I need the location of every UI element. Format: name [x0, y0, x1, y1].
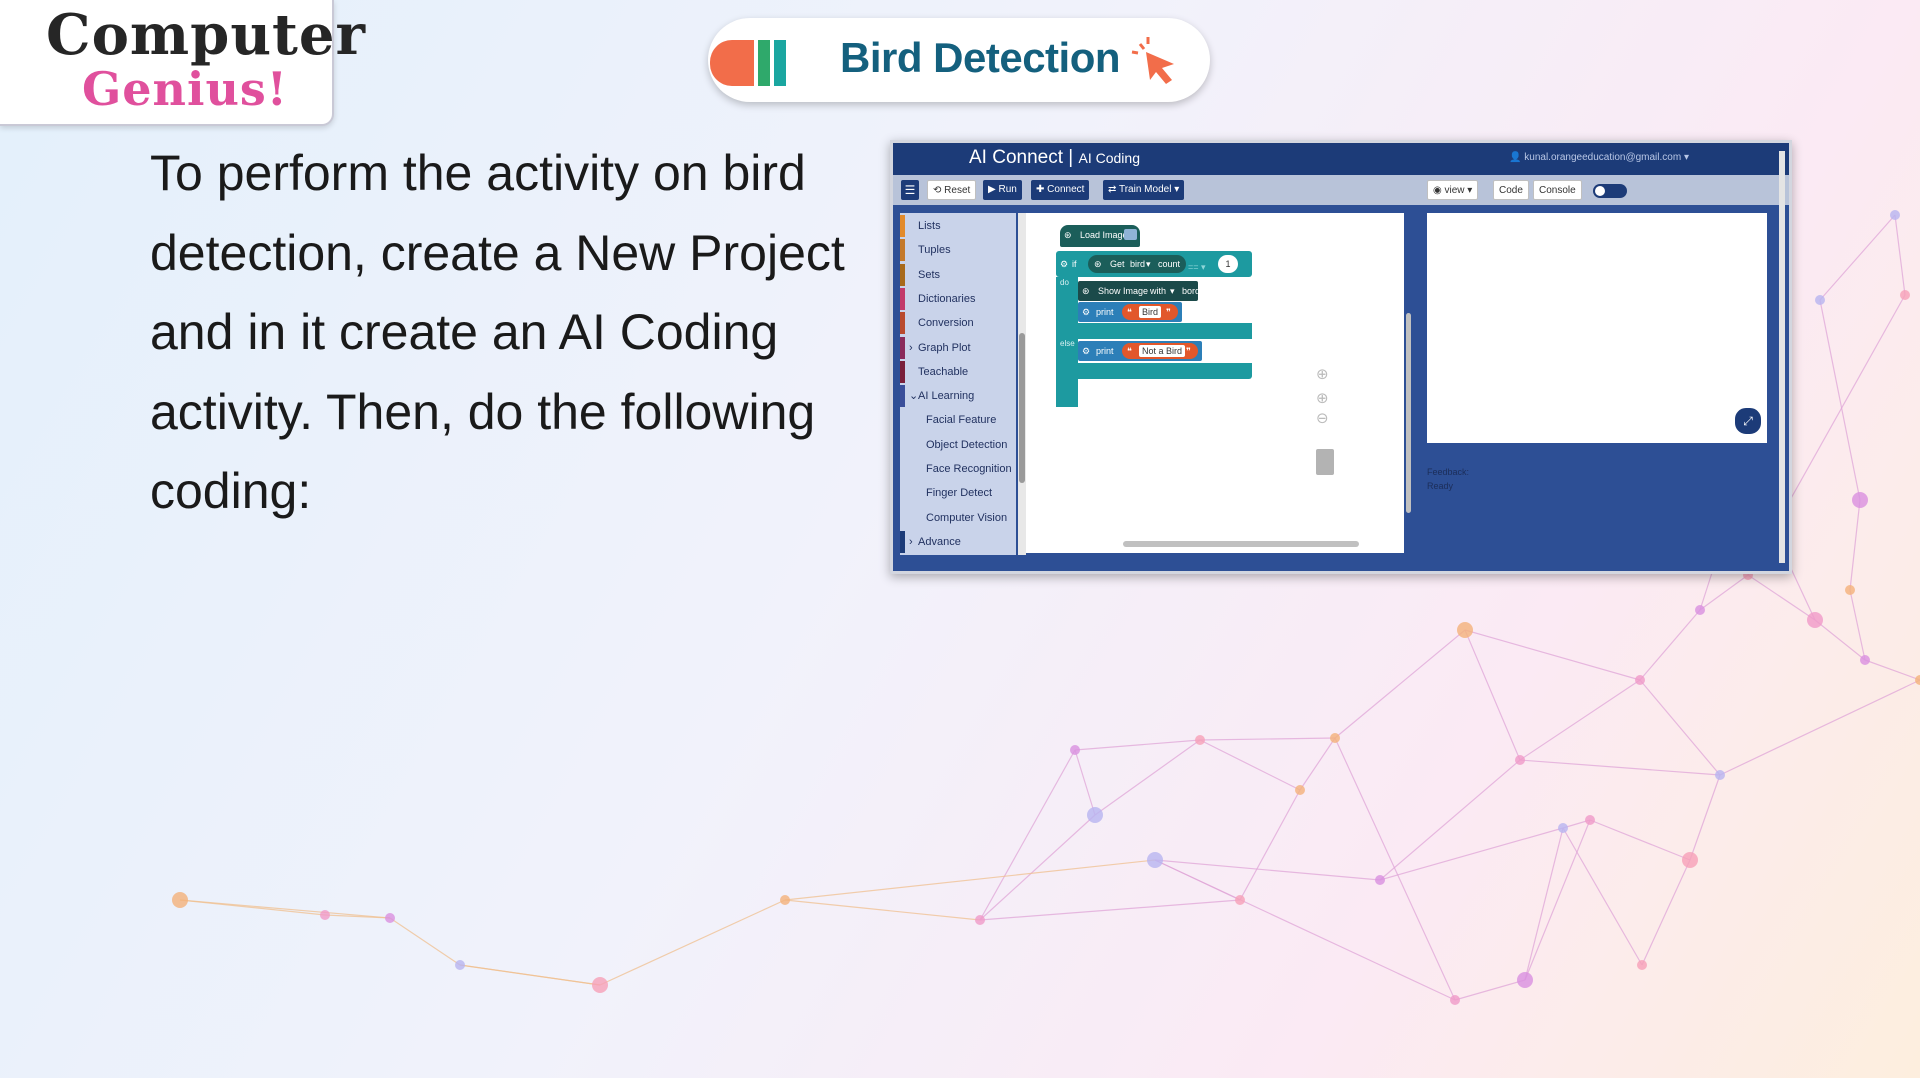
reset-button[interactable]: ⟲ Reset	[927, 180, 977, 200]
user-icon: 👤	[1509, 152, 1522, 163]
page-scrollbar[interactable]	[1779, 151, 1785, 563]
palette-item[interactable]: Tuples	[900, 239, 1016, 262]
palette-item[interactable]: Sets	[900, 263, 1016, 286]
instruction-line: To perform the activity on bird	[150, 145, 806, 201]
user-account[interactable]: 👤 kunal.orangeeducation@gmail.com ▾	[1509, 152, 1689, 163]
workspace-v-scrollbar[interactable]	[1406, 313, 1411, 513]
view-dropdown[interactable]: ◉ view ▾	[1427, 180, 1479, 200]
chevron-icon: ⌄	[909, 390, 919, 403]
user-email: kunal.orangeeducation@gmail.com	[1524, 152, 1682, 163]
palette-item[interactable]: Conversion	[900, 312, 1016, 335]
palette-item[interactable]: Face Recognition	[900, 458, 1016, 480]
run-button[interactable]: ▶ Run	[983, 180, 1022, 200]
title-banner: Bird Detection	[708, 18, 1210, 102]
recenter-icon[interactable]: ⊕	[1316, 365, 1329, 383]
ai-icon: ⊛	[1064, 230, 1072, 240]
app-title: AI Connect | AI Coding	[969, 147, 1140, 168]
string-literal[interactable]: ❝ Bird ❞	[1122, 304, 1178, 320]
palette-item[interactable]: Dictionaries	[900, 287, 1016, 310]
ai-connect-screenshot: AI Connect | AI Coding 👤 kunal.orangeedu…	[890, 140, 1792, 574]
operator-dropdown[interactable]: == ▾	[1188, 262, 1206, 272]
print-bird-block[interactable]: ⚙ print ❝ Bird ❞	[1078, 302, 1182, 322]
cursor-click-icon	[1131, 37, 1174, 84]
chevron-down-icon: ▾	[1683, 152, 1689, 163]
number-input[interactable]: 1	[1218, 255, 1238, 273]
if-block-divider	[1056, 323, 1252, 339]
palette-item[interactable]: ›Graph Plot	[900, 336, 1016, 359]
instruction-line: activity. Then, do the following	[150, 383, 816, 440]
page-title: Bird Detection	[840, 34, 1121, 81]
connect-button[interactable]: ✚ Connect	[1031, 180, 1090, 200]
workspace-h-scrollbar[interactable]	[1123, 541, 1359, 547]
console-toggle[interactable]	[1593, 184, 1627, 198]
output-panel	[1427, 213, 1767, 443]
show-image-block[interactable]: ⊛ Show Image with ▾ border	[1078, 281, 1208, 301]
chevron-icon: ›	[909, 535, 913, 548]
title-green-bar	[758, 40, 770, 86]
app-toolbar: ☰ ⟲ Reset ▶ Run ✚ Connect ⇄ Train Model …	[893, 175, 1789, 205]
load-image-block[interactable]: ⊛ Load Image	[1060, 225, 1140, 247]
block-workspace[interactable]: ⊛ Load Image ⚙ if ⊛ Get bird ▾ count == …	[1026, 213, 1404, 553]
palette-item[interactable]: Lists	[900, 215, 1016, 237]
computer-genius-logo: Computer Genius!	[0, 0, 365, 126]
trash-icon[interactable]	[1316, 449, 1334, 475]
palette-item[interactable]: ›Advance	[900, 530, 1016, 553]
instruction-line: detection, create a New Project	[150, 224, 845, 281]
app-header: AI Connect | AI Coding 👤 kunal.orangeedu…	[893, 143, 1789, 175]
fullscreen-icon[interactable]: ⤢	[1733, 406, 1763, 436]
palette-item[interactable]: ⌄AI Learning	[900, 385, 1016, 408]
palette-item[interactable]: Teachable	[900, 360, 1016, 383]
image-icon	[1124, 229, 1137, 240]
settings-icon[interactable]: ⚙	[1060, 259, 1069, 269]
if-block-footer	[1056, 363, 1252, 379]
feedback-status: Feedback: Ready	[1427, 467, 1470, 491]
zoom-out-icon[interactable]: ⊖	[1316, 409, 1329, 427]
palette-item[interactable]: Computer Vision	[900, 506, 1016, 529]
palette-item[interactable]: Facial Feature	[900, 409, 1016, 432]
app-title-text: AI Connect	[969, 147, 1063, 168]
title-orange-bar	[710, 40, 754, 86]
palette-item[interactable]: Finger Detect	[900, 482, 1016, 505]
instruction-line: and in it create an AI Coding	[150, 304, 779, 360]
code-button[interactable]: Code	[1493, 180, 1529, 200]
instruction-text: To perform the activity on bird detectio…	[150, 134, 850, 532]
title-teal-bar	[774, 40, 786, 86]
instruction-line: coding:	[150, 463, 312, 519]
hamburger-icon[interactable]: ☰	[901, 180, 919, 200]
chevron-down-icon: ▾	[1146, 259, 1151, 269]
train-model-button[interactable]: ⇄ Train Model ▾	[1103, 180, 1185, 200]
app-subtitle: AI Coding	[1078, 150, 1140, 166]
zoom-in-icon[interactable]: ⊕	[1316, 389, 1329, 407]
palette-scrollbar[interactable]	[1018, 213, 1026, 555]
get-count-block[interactable]: ⊛ Get bird ▾ count	[1088, 255, 1186, 273]
console-button[interactable]: Console	[1533, 180, 1582, 200]
print-not-bird-block[interactable]: ⚙ print ❝ Not a Bird ❞	[1078, 341, 1202, 361]
logo-line-1: Computer	[46, 2, 367, 68]
string-literal[interactable]: ❝ Not a Bird ❞	[1122, 343, 1198, 359]
palette-item[interactable]: Object Detection	[900, 433, 1016, 456]
chevron-icon: ›	[909, 341, 913, 354]
logo-line-2: Genius!	[82, 62, 289, 116]
